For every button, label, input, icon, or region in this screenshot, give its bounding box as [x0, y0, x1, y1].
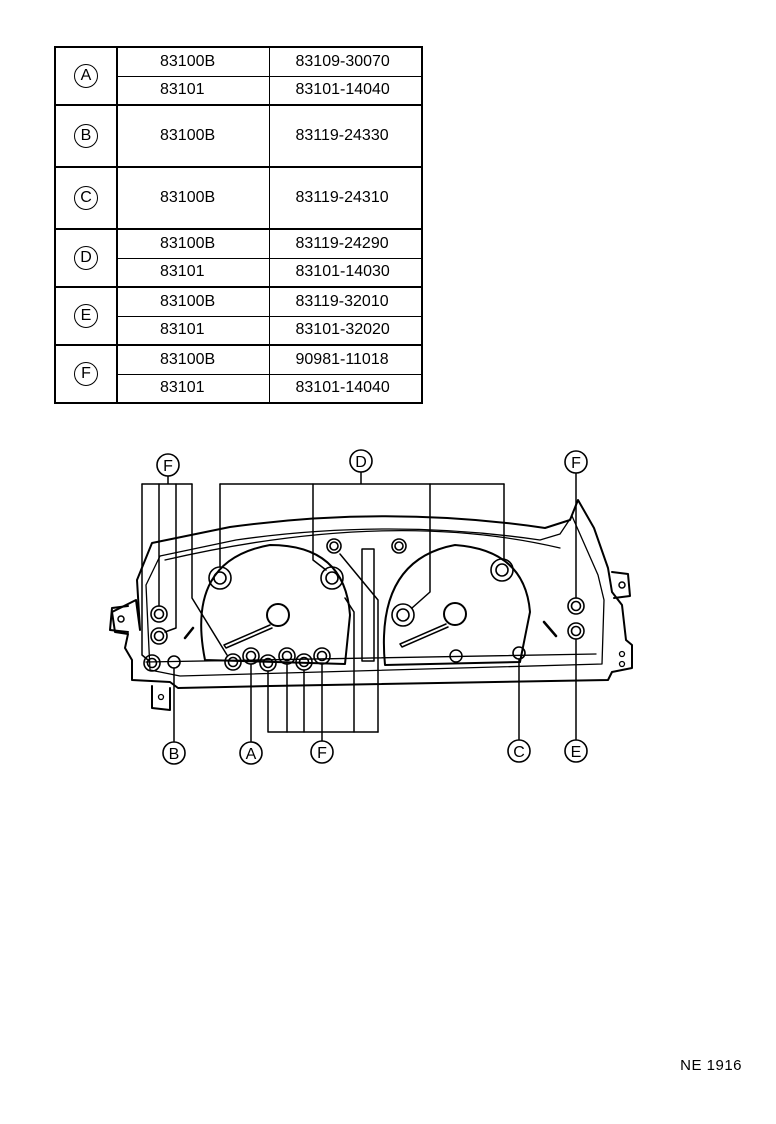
bulb-group [143, 538, 585, 672]
callout-e-bottom: E [564, 739, 588, 763]
group-label: D [74, 246, 98, 270]
group-label-cell: B [54, 104, 118, 168]
callout-d-top: D [349, 449, 373, 473]
callout-b-bottom: B [162, 741, 186, 765]
ref-number-cell: 83100B [116, 46, 270, 77]
cluster-housing-outline [111, 499, 633, 689]
part-number-cell: 83119-24330 [268, 104, 423, 168]
figure-code: NE 1916 [680, 1057, 742, 1074]
leader-d-top [219, 471, 505, 609]
left-mount-tab [109, 605, 129, 633]
ref-number-cell: 83100B [116, 286, 270, 317]
callout-label: D [355, 454, 367, 471]
left-gauge-needle [223, 624, 273, 649]
part-number-cell: 83109-30070 [268, 46, 423, 77]
group-label: F [74, 362, 98, 386]
callout-label: F [571, 455, 581, 472]
group-label: A [74, 64, 98, 88]
group-label-cell: C [54, 166, 118, 230]
group-label: B [74, 124, 98, 148]
part-number-cell: 90981-11018 [268, 344, 423, 375]
ref-number-cell: 83100B [116, 166, 270, 230]
ref-number-cell: 83100B [116, 228, 270, 259]
callout-label: A [246, 746, 257, 763]
callout-label: C [513, 744, 525, 761]
cluster-lens-line [164, 529, 561, 561]
cluster-inner-outline [145, 515, 605, 677]
callout-label: F [317, 745, 327, 762]
callout-c-bottom: C [507, 739, 531, 763]
group-label-cell: F [54, 344, 118, 404]
part-number-cell: 83119-24310 [268, 166, 423, 230]
callout-label: F [163, 458, 173, 475]
right-mount-tab [611, 571, 631, 599]
part-number-cell: 83119-24290 [268, 228, 423, 259]
part-number-cell: 83101-14040 [268, 373, 423, 404]
ref-number-cell: 83101 [116, 257, 270, 288]
right-gauge-face [382, 544, 531, 666]
right-gauge-needle [399, 623, 449, 648]
callout-f-top-left: F [156, 453, 180, 477]
callout-f-bottom: F [310, 740, 334, 764]
callout-f-top-right: F [564, 450, 588, 474]
group-label: E [74, 304, 98, 328]
leader-f-bottom [267, 553, 379, 742]
ref-number-cell: 83101 [116, 373, 270, 404]
part-number-cell: 83119-32010 [268, 286, 423, 317]
leader-f-top-left [141, 475, 228, 661]
callout-label: E [571, 744, 582, 761]
left-gauge-face [200, 544, 351, 665]
ref-number-cell: 83101 [116, 315, 270, 346]
bottom-left-tab [151, 685, 171, 711]
callout-label: B [169, 746, 180, 763]
group-label: C [74, 186, 98, 210]
callout-a-bottom: A [239, 741, 263, 765]
part-number-cell: 83101-32020 [268, 315, 423, 346]
